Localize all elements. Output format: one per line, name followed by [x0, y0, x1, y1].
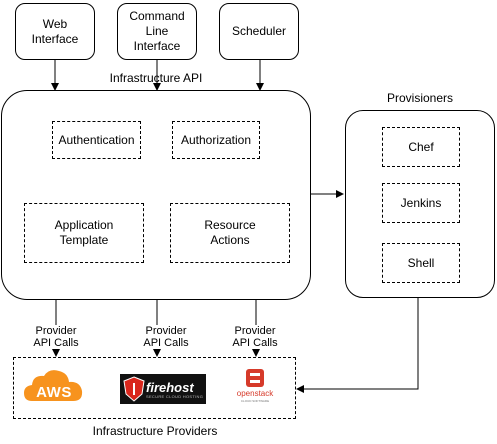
openstack-logo-subtext: CLOUD SOFTWARE [240, 399, 270, 403]
shield-icon [123, 376, 145, 402]
authentication-box: Authentication [52, 121, 141, 159]
api-call-label-1: Provider API Calls [26, 325, 86, 349]
provisioner-chef: Chef [382, 127, 460, 167]
infrastructure-api-box [1, 90, 311, 300]
provisioners-title: Provisioners [386, 91, 454, 105]
infrastructure-api-title: Infrastructure API [109, 71, 203, 85]
scheduler-box: Scheduler [219, 3, 299, 60]
provisioner-jenkins: Jenkins [382, 183, 460, 223]
infrastructure-providers-title: Infrastructure Providers [92, 424, 218, 438]
cli-box: Command Line Interface [117, 3, 197, 60]
firehost-logo-subtext: SECURE CLOUD HOSTING [146, 394, 204, 399]
openstack-logo-text: openstack [236, 389, 274, 398]
api-call-label-3: Provider API Calls [225, 325, 285, 349]
resource-actions-label: Resource Actions [204, 218, 256, 247]
web-interface-box: Web Interface [15, 3, 95, 60]
provisioner-shell-label: Shell [407, 255, 435, 270]
provisioner-shell: Shell [382, 243, 460, 283]
openstack-icon [246, 369, 264, 387]
openstack-logo: openstack CLOUD SOFTWARE [233, 368, 277, 408]
aws-logo-text: AWS [36, 384, 72, 401]
authorization-label: Authorization [180, 132, 252, 147]
application-template-label: Application Template [54, 218, 114, 247]
resource-actions-box: Resource Actions [170, 203, 290, 263]
authentication-label: Authentication [58, 132, 135, 147]
firehost-logo: firehost SECURE CLOUD HOSTING [120, 374, 206, 404]
provisioner-chef-label: Chef [408, 139, 434, 154]
web-interface-label: Web Interface [31, 16, 79, 46]
arrow-provisioners-to-providers [296, 298, 419, 393]
cli-label: Command Line Interface [129, 9, 185, 53]
firehost-logo-text: firehost [146, 380, 194, 395]
application-template-box: Application Template [24, 203, 144, 263]
provisioner-jenkins-label: Jenkins [400, 195, 442, 210]
scheduler-label: Scheduler [231, 24, 287, 38]
api-call-label-2: Provider API Calls [136, 325, 196, 349]
authorization-box: Authorization [172, 121, 260, 159]
aws-logo: AWS [22, 365, 86, 409]
